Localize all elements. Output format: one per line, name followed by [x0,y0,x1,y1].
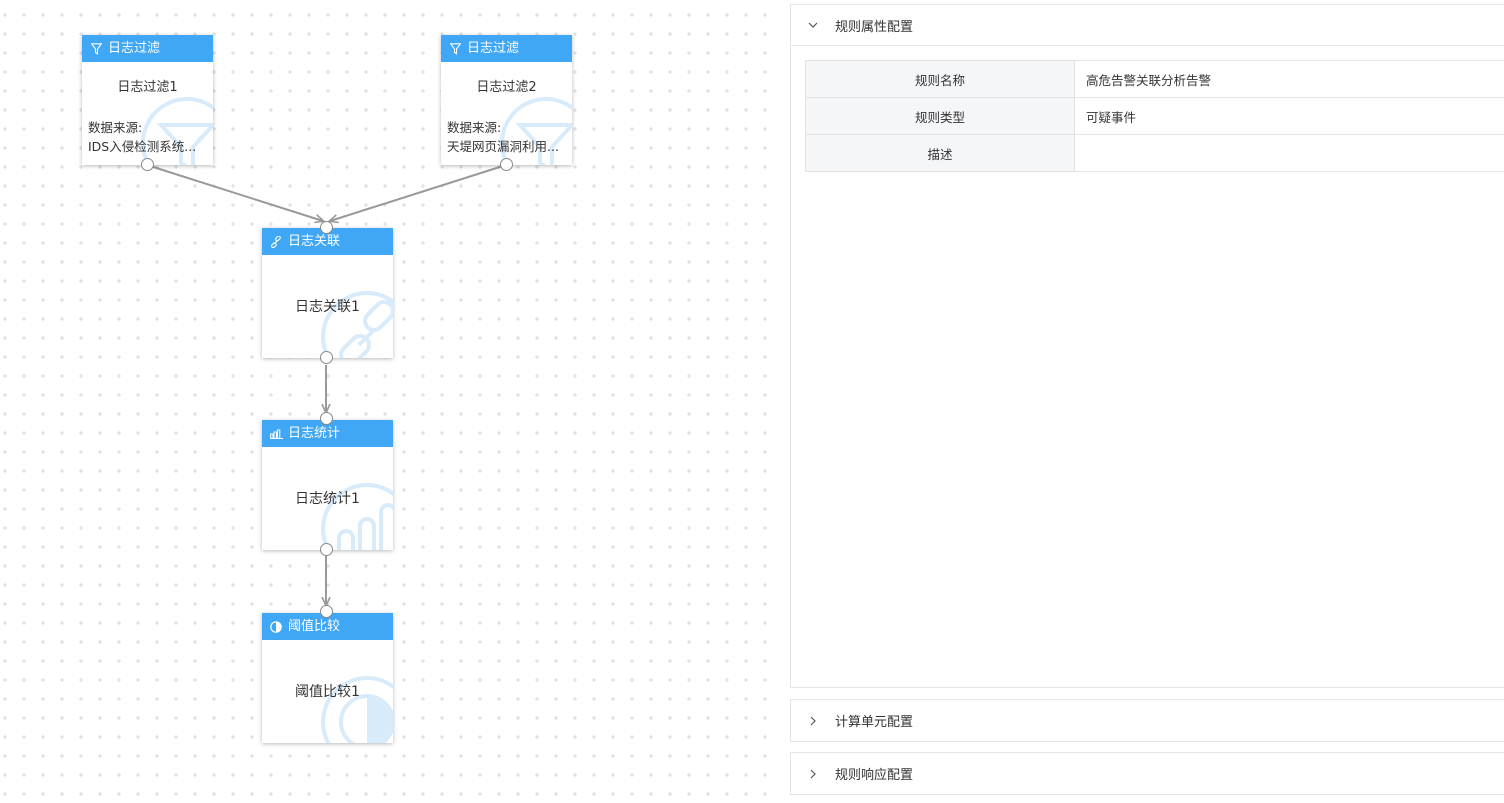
node-source-value: 天堤网页漏洞利用... [447,139,559,154]
link-watermark-icon [321,291,393,358]
flow-canvas[interactable]: 日志过滤 日志过滤1 数据来源: IDS入侵检测系统... 日志过滤 日志过滤2 [0,0,780,803]
calc-unit-header[interactable]: 计算单元配置 [791,700,1504,741]
node-header: 日志统计 [262,420,393,447]
filter-icon [89,42,103,56]
node-source-value: IDS入侵检测系统... [88,139,197,154]
output-port-filter-1[interactable] [141,158,154,171]
section-title: 规则属性配置 [835,19,914,35]
node-type-label: 日志过滤 [467,41,520,56]
node-type-label: 日志过滤 [108,41,161,56]
input-port-correlate[interactable] [320,221,333,234]
calc-unit-section: 计算单元配置 [790,699,1504,742]
filter-watermark-icon [500,97,572,165]
table-row: 描述 [805,134,1504,172]
property-value[interactable] [1074,134,1504,172]
node-type-label: 阈值比较 [288,619,341,634]
half-circle-icon [269,620,283,634]
node-title: 阈值比较1 [295,684,360,700]
node-log-correlate-1[interactable]: 日志关联 日志关联1 [262,228,393,358]
rule-properties-table: 规则名称 高危告警关联分析告警 规则类型 可疑事件 描述 [805,60,1504,172]
rule-response-header[interactable]: 规则响应配置 [791,753,1504,794]
input-port-threshold[interactable] [320,605,333,618]
section-title: 规则响应配置 [835,768,914,783]
bar-chart-watermark-icon [321,483,393,550]
filter-watermark-icon [141,97,213,165]
config-panel: 规则属性配置 规则名称 高危告警关联分析告警 规则类型 可疑事件 描述 计算单元… [790,4,1504,795]
output-port-filter-2[interactable] [500,158,513,171]
node-log-filter-1[interactable]: 日志过滤 日志过滤1 数据来源: IDS入侵检测系统... [82,35,213,165]
node-type-label: 日志统计 [288,426,341,441]
input-port-stats[interactable] [320,412,333,425]
node-header: 日志过滤 [82,35,213,62]
chevron-right-icon [807,768,819,780]
bar-chart-icon [269,427,283,441]
node-title: 日志关联1 [295,299,360,315]
node-title: 日志过滤2 [476,80,537,95]
node-log-filter-2[interactable]: 日志过滤 日志过滤2 数据来源: 天堤网页漏洞利用... [441,35,572,165]
rule-response-section: 规则响应配置 [790,752,1504,795]
rule-properties-section: 规则属性配置 规则名称 高危告警关联分析告警 规则类型 可疑事件 描述 [790,4,1504,688]
node-source-label: 数据来源: [88,120,143,135]
output-port-stats[interactable] [320,543,333,556]
node-title: 日志过滤1 [117,80,178,95]
node-threshold-compare-1[interactable]: 阈值比较 阈值比较1 [262,613,393,743]
section-title: 计算单元配置 [835,715,914,730]
node-title: 日志统计1 [295,491,360,507]
rule-properties-header[interactable]: 规则属性配置 [791,5,1504,46]
half-circle-watermark-icon [321,676,393,743]
node-header: 阈值比较 [262,613,393,640]
property-value[interactable]: 可疑事件 [1074,97,1504,135]
node-source-label: 数据来源: [447,120,502,135]
property-key: 描述 [805,134,1075,172]
property-key: 规则名称 [805,60,1075,98]
property-key: 规则类型 [805,97,1075,135]
node-log-stats-1[interactable]: 日志统计 日志统计1 [262,420,393,550]
table-row: 规则类型 可疑事件 [805,97,1504,135]
filter-icon [448,42,462,56]
table-row: 规则名称 高危告警关联分析告警 [805,60,1504,98]
property-value[interactable]: 高危告警关联分析告警 [1074,60,1504,98]
node-type-label: 日志关联 [288,234,341,249]
chevron-down-icon [807,19,819,31]
link-icon [269,235,283,249]
chevron-right-icon [807,715,819,727]
node-header: 日志过滤 [441,35,572,62]
output-port-correlate[interactable] [320,351,333,364]
